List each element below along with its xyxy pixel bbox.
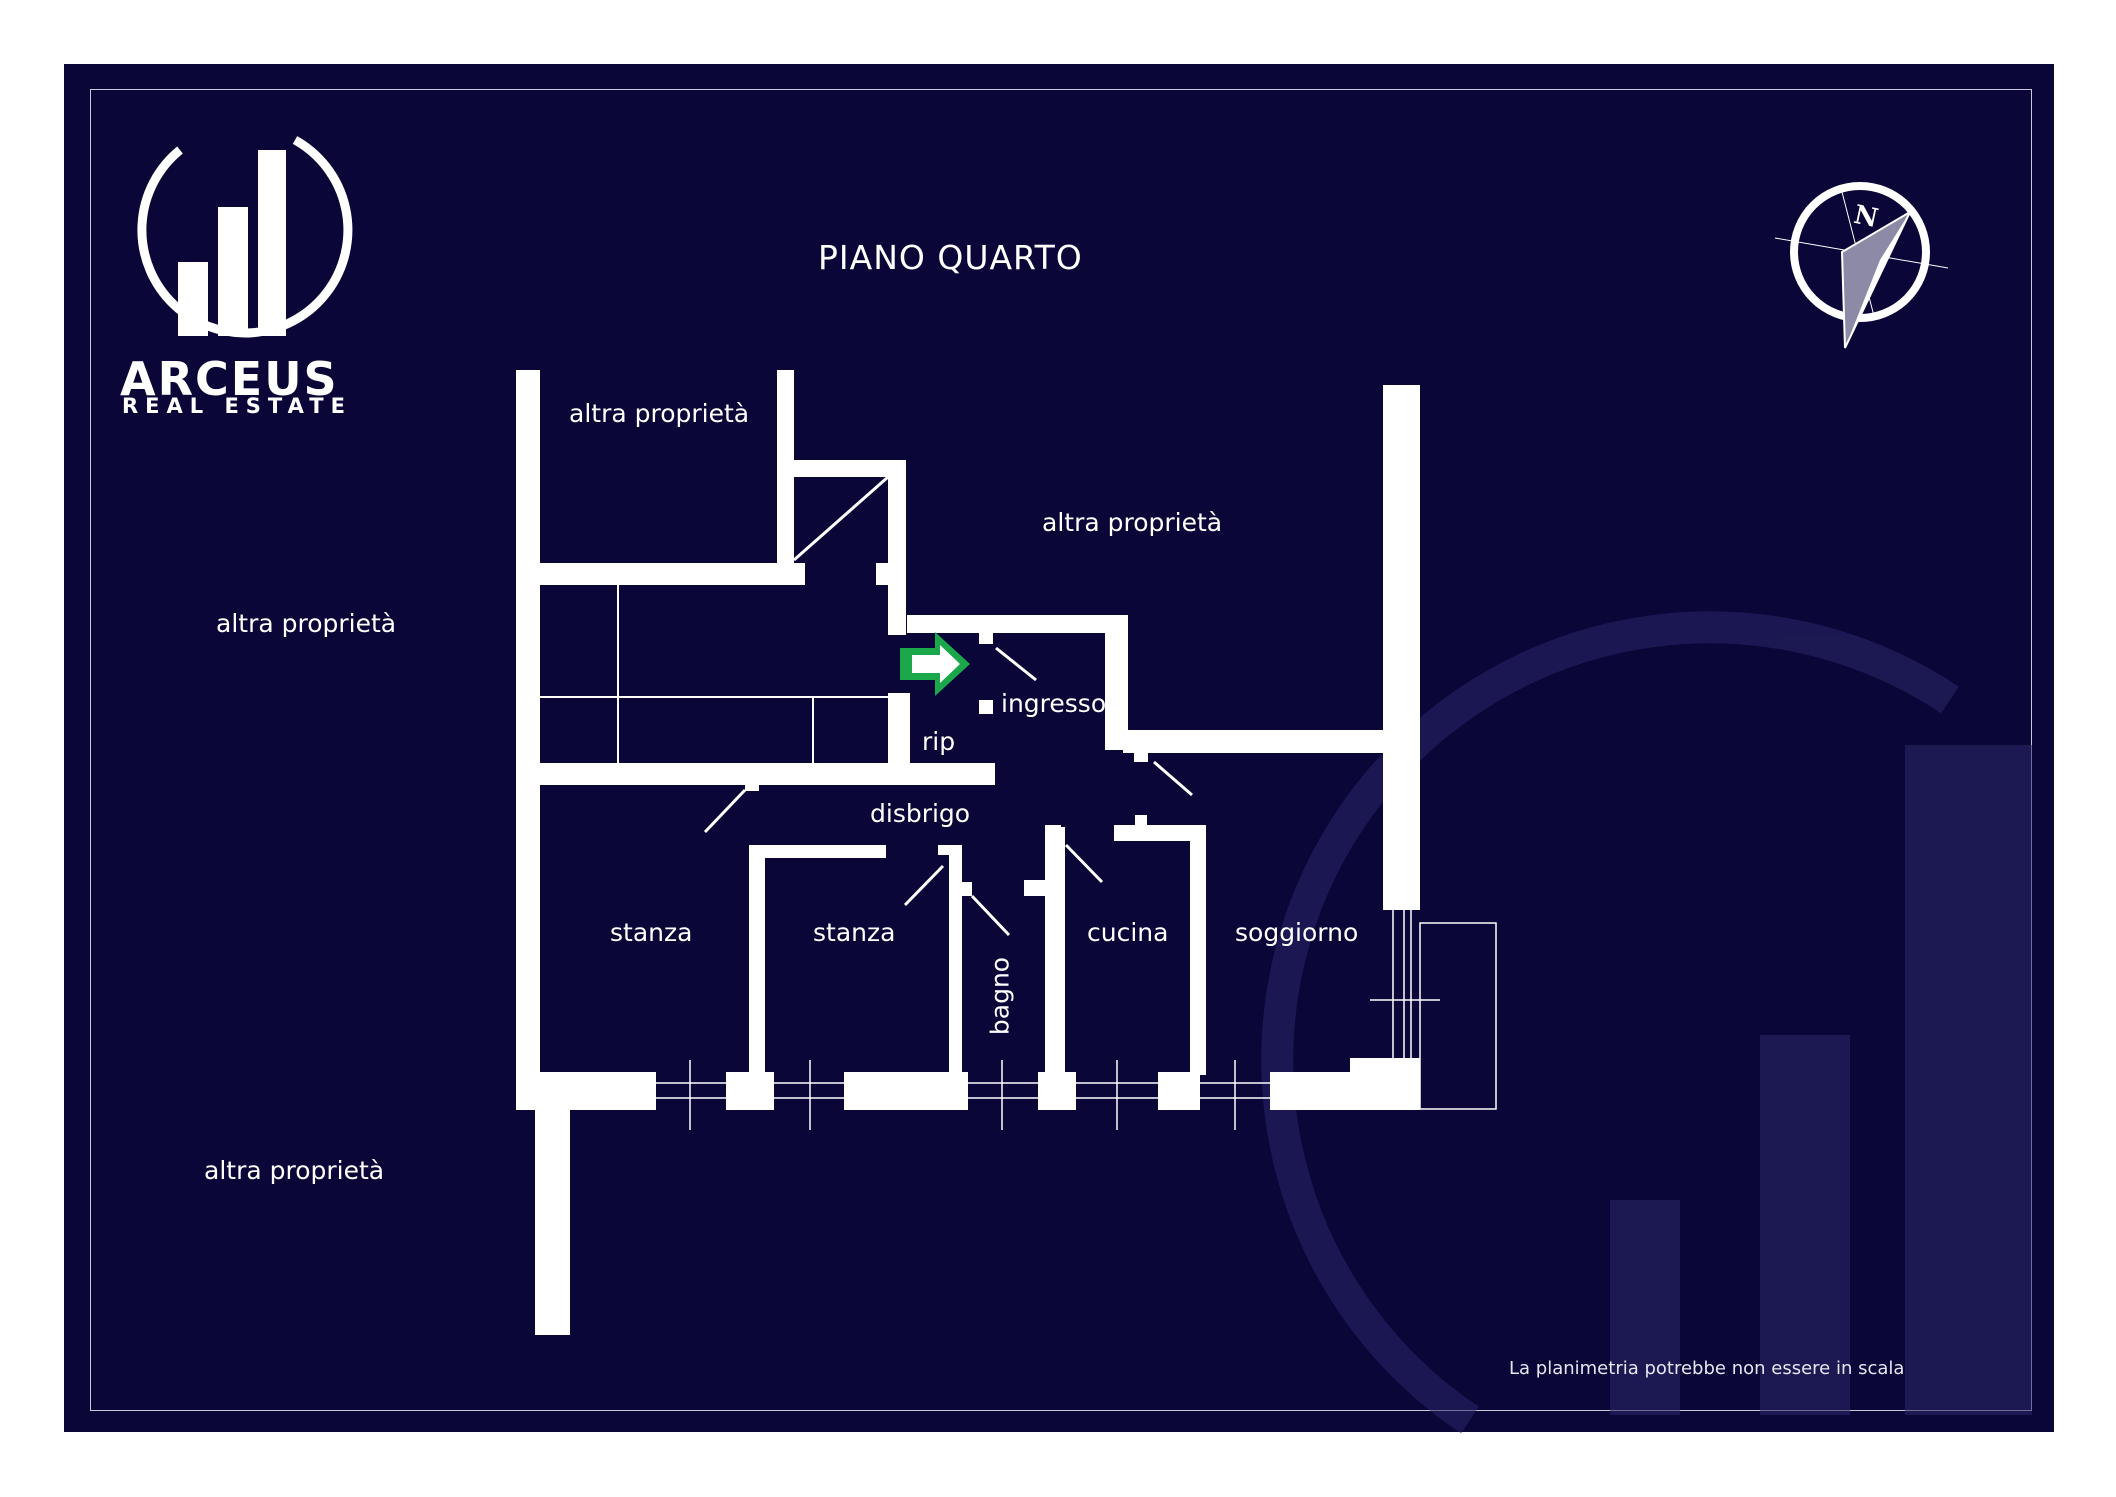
- room-label-cucina: cucina: [1087, 918, 1169, 947]
- scale-disclaimer: La planimetria potrebbe non essere in sc…: [1509, 1358, 1905, 1379]
- watermark-logo: [1261, 611, 2032, 1434]
- fixtures: [540, 475, 1497, 1130]
- brand-name: ARCEUS: [120, 352, 339, 406]
- plan-sheet: [64, 64, 2054, 1432]
- room-label-soggiorno: soggiorno: [1235, 918, 1359, 947]
- brand-tagline: REAL ESTATE: [122, 394, 352, 418]
- room-label-altra-3: altra proprietà: [216, 609, 397, 638]
- compass-icon: [1774, 182, 1949, 349]
- room-label-altra-4: altra proprietà: [204, 1156, 385, 1185]
- walls: [516, 370, 1420, 1335]
- room-label-altra-1: altra proprietà: [569, 399, 750, 428]
- arrow-right-icon: [900, 632, 970, 696]
- room-label-stanza-2: stanza: [813, 918, 896, 947]
- room-label-disbrigo: disbrigo: [870, 799, 971, 828]
- room-label-ingresso: ingresso: [1001, 689, 1107, 718]
- arceus-logo-icon: [137, 136, 353, 338]
- room-label-bagno: bagno: [985, 956, 1015, 1036]
- room-label-rip: rip: [922, 727, 956, 756]
- room-label-altra-2: altra proprietà: [1042, 508, 1223, 537]
- room-label-stanza-1: stanza: [610, 918, 693, 947]
- page-title: PIANO QUARTO: [818, 238, 1083, 277]
